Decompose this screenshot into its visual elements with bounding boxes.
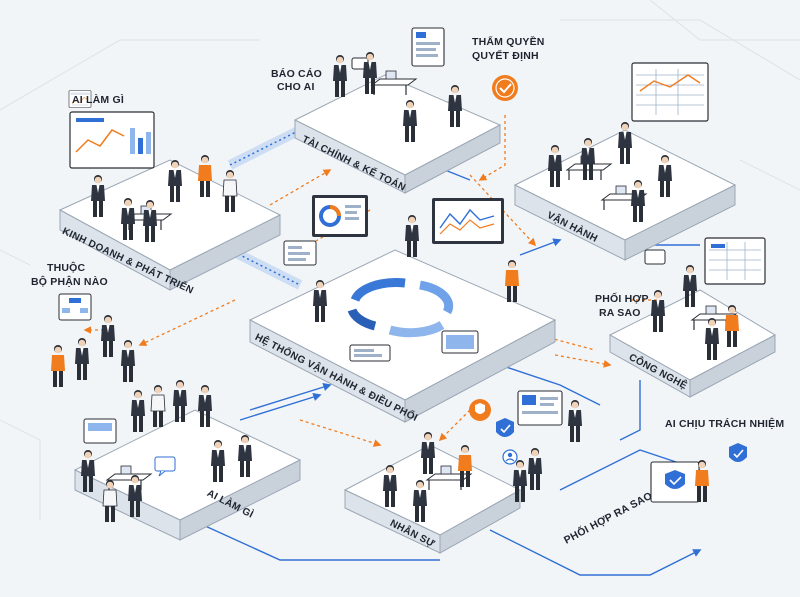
department-chart <box>58 293 92 321</box>
who-screen <box>83 418 117 444</box>
callout-authority-line2: QUYẾT ĐỊNH <box>472 50 539 62</box>
accountable-shield-icon <box>729 443 747 462</box>
callout-department-line2: BỘ PHẬN NÀO <box>31 276 108 288</box>
platform-finance <box>293 74 502 194</box>
callout-report-to-line2: CHO AI <box>277 81 315 93</box>
callout-coordinate-line2: RA SAO <box>599 307 641 319</box>
platform-core <box>248 249 557 423</box>
callout-department-line1: THUỘC <box>47 262 86 274</box>
callout-coordinate-line1: PHỐI HỢP <box>595 293 649 305</box>
hr-screen <box>517 390 563 426</box>
authority-badge-icon <box>492 75 518 101</box>
callout-accountable: AI CHỊU TRÁCH NHIỆM <box>665 418 785 430</box>
dashboard-screens <box>283 195 504 362</box>
background-circuit <box>0 0 800 520</box>
shield-check-icon <box>496 418 514 437</box>
operations-board <box>631 62 709 122</box>
callout-report-to-line1: BÁO CÁO <box>271 68 322 80</box>
callout-authority-line1: THẨM QUYỀN <box>472 36 545 48</box>
cycle-arrows-icon <box>347 278 454 338</box>
callout-who-does-what: AI LÀM GÌ <box>72 94 124 106</box>
technology-board <box>704 237 766 285</box>
finance-screen <box>411 27 445 67</box>
sales-board <box>69 111 155 169</box>
accountable-screen <box>650 461 700 503</box>
people-group-icon <box>502 449 518 465</box>
platform-operations <box>513 129 737 261</box>
shield-badge-icon <box>469 399 491 421</box>
